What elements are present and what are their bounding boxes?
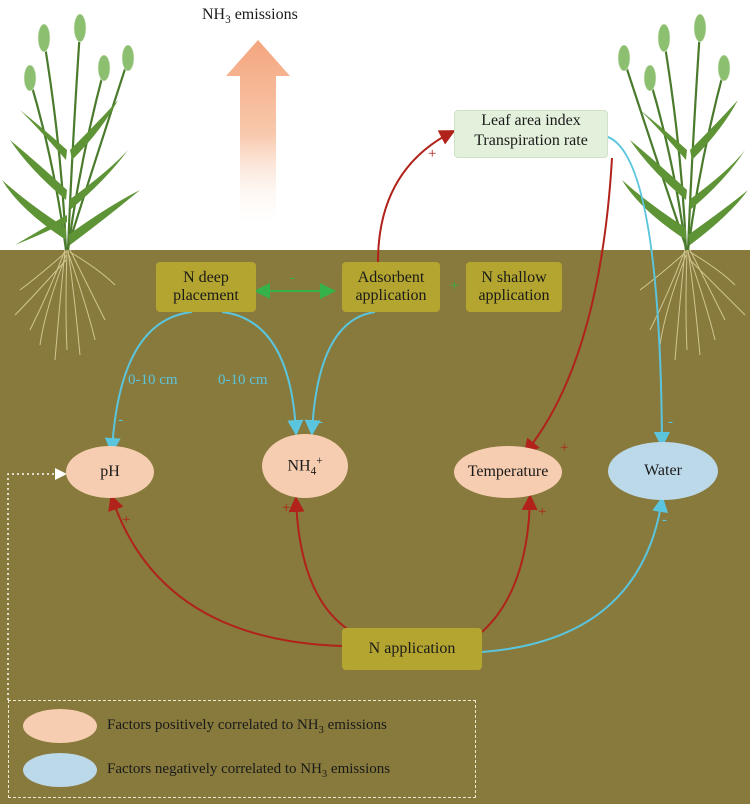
napp-to-ph-arrow	[108, 494, 343, 647]
legend-row-negative: Factors negatively correlated to NH3 emi…	[23, 753, 390, 787]
depth-label-right: 0-10 cm	[218, 372, 268, 388]
deep-to-nh4-arrow	[221, 311, 304, 436]
water-label: Water	[644, 462, 682, 479]
nh4-oval: NH4+	[262, 434, 348, 498]
water-oval: Water	[608, 442, 718, 500]
adsorbent-line-2: application	[355, 287, 427, 304]
legend-swatch-positive	[23, 709, 97, 743]
legend-text-positive: Factors positively correlated to NH3 emi…	[107, 716, 387, 736]
legend-swatch-negative	[23, 753, 97, 787]
adsorbent-to-lai-arrow	[377, 130, 456, 263]
deep-to-ph-arrow	[104, 311, 193, 454]
deep-line-1: N deep	[183, 269, 229, 286]
leaf-area-index-box: Leaf area index Transpiration rate	[454, 110, 608, 158]
plus-sign-ph: +	[122, 512, 131, 528]
temperature-label: Temperature	[467, 463, 549, 480]
ph-oval: pH	[66, 446, 154, 498]
lai-to-water-arrow	[604, 135, 670, 448]
ph-label: pH	[100, 463, 120, 480]
minus-sign-ph: -	[118, 412, 123, 428]
legend: Factors positively correlated to NH3 emi…	[8, 700, 476, 798]
minus-sign-water: -	[662, 512, 667, 528]
lai-line-1: Leaf area index	[481, 112, 581, 129]
lai-line-2: Transpiration rate	[474, 132, 588, 149]
minus-sign-nh4-a: -	[288, 414, 293, 430]
plus-sign-green: +	[450, 278, 459, 294]
plus-sign-temp-top: +	[560, 440, 569, 456]
napp-to-water-arrow	[481, 496, 669, 653]
depth-label-left: 0-10 cm	[128, 372, 178, 388]
napp-to-nh4-arrow	[288, 496, 353, 633]
wheat-plant-right-icon	[617, 13, 748, 361]
adsorbent-to-nh4-arrow	[304, 311, 376, 436]
shallow-line-1: N shallow	[481, 269, 547, 286]
n-application-box: N application	[342, 628, 482, 670]
legend-to-ph-arrow	[7, 468, 67, 700]
minus-sign-water-top: -	[668, 414, 673, 430]
emission-title: NH3 emissions	[202, 6, 298, 27]
plus-sign-lai: +	[428, 146, 437, 162]
nh4-label: NH4+	[287, 454, 323, 478]
plus-sign-temp: +	[538, 504, 547, 520]
wheat-plant-left-icon	[2, 13, 140, 361]
deep-line-2: placement	[173, 287, 239, 304]
emission-arrow-icon	[226, 40, 290, 230]
legend-text-negative: Factors negatively correlated to NH3 emi…	[107, 760, 391, 780]
minus-sign-nh4-b: -	[318, 414, 323, 430]
napp-to-temperature-arrow	[481, 494, 538, 633]
napp-label: N application	[368, 640, 456, 657]
legend-row-positive: Factors positively correlated to NH3 emi…	[23, 709, 387, 743]
shallow-line-2: application	[478, 287, 550, 304]
lai-to-temperature-arrow	[523, 157, 613, 456]
temperature-oval: Temperature	[454, 446, 562, 498]
sky-background	[0, 0, 750, 250]
plus-sign-nh4: +	[282, 500, 291, 516]
adsorbent-line-1: Adsorbent	[357, 269, 425, 286]
minus-sign-green: -	[290, 270, 295, 286]
